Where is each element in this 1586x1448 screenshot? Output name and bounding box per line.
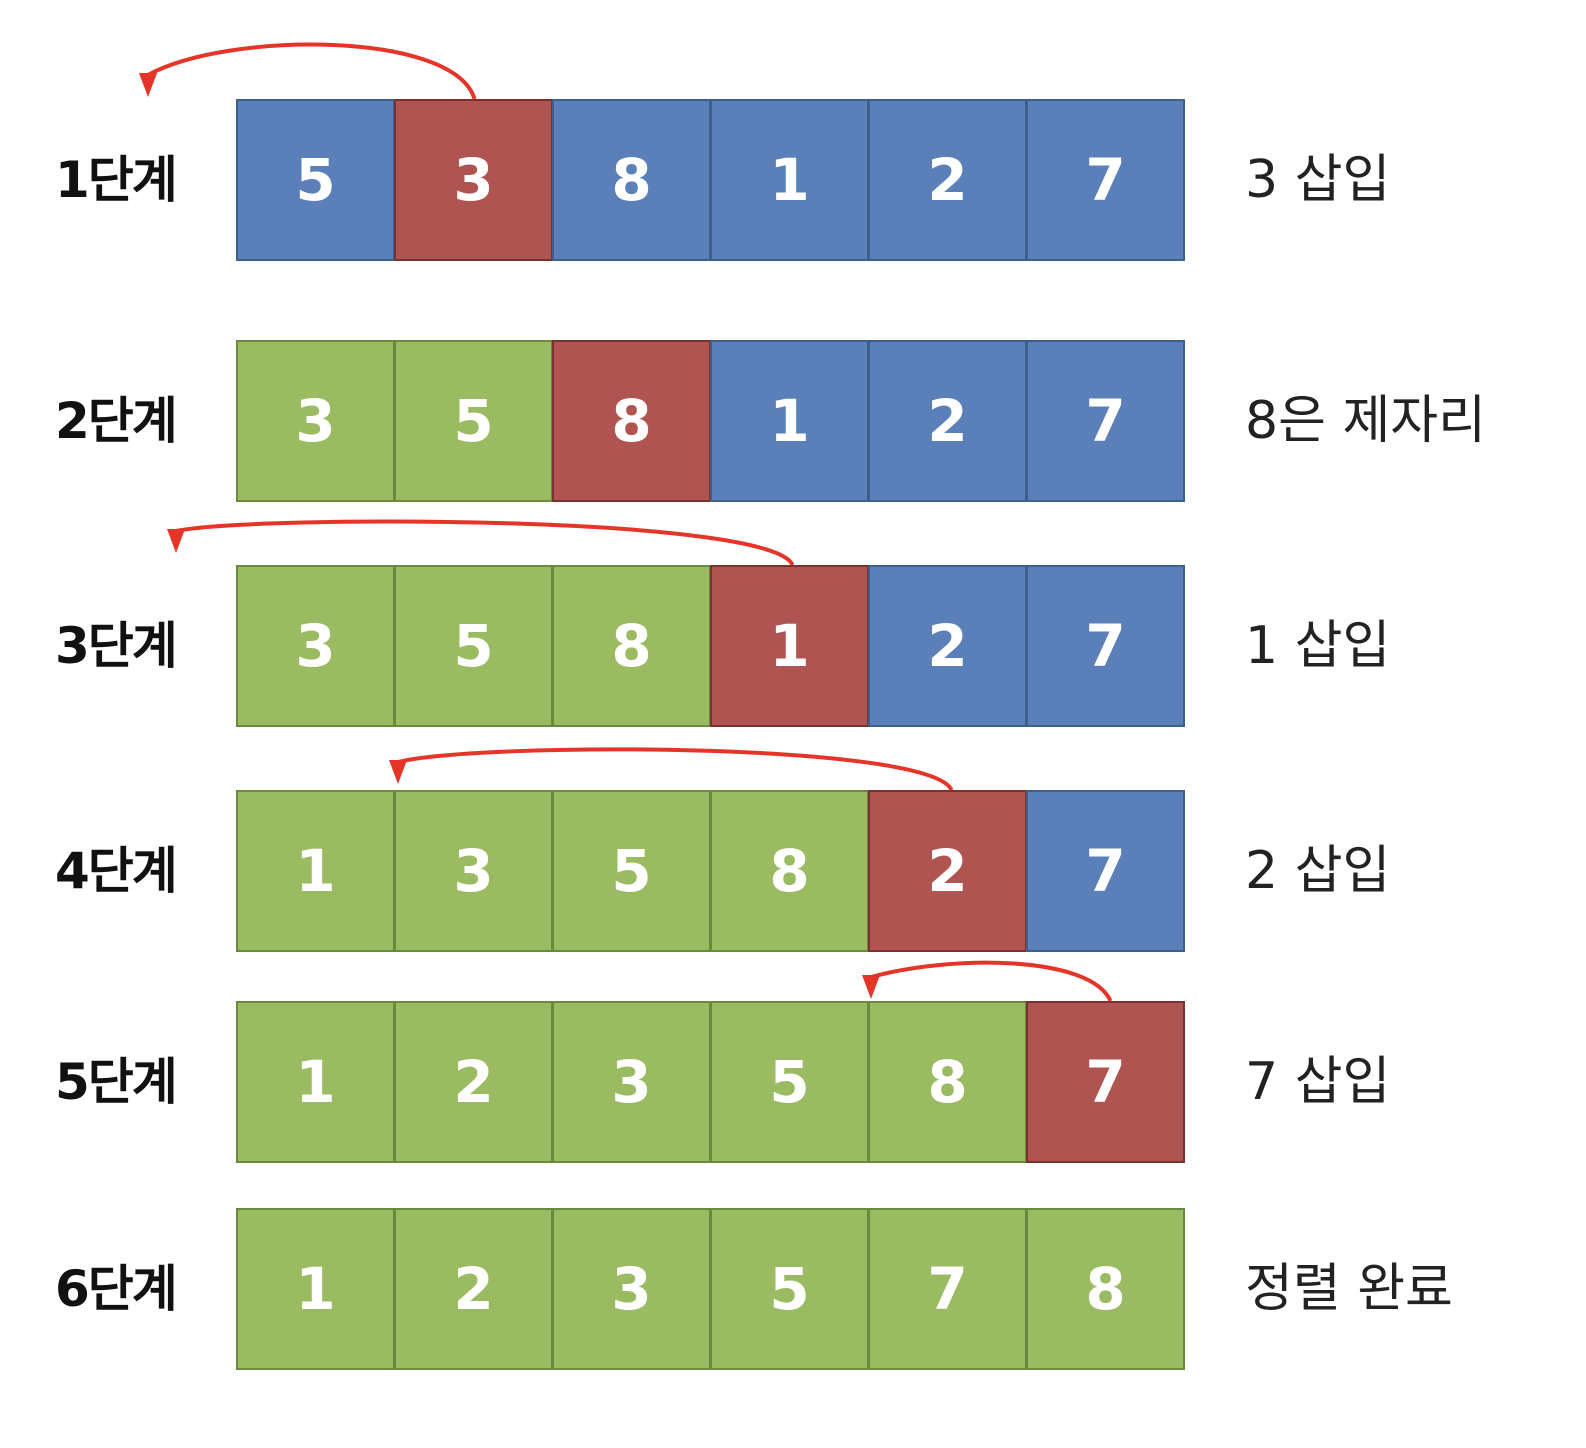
step-label: 1단계 (55, 151, 178, 209)
array-cell: 2 (394, 1001, 553, 1163)
array-cell: 1 (236, 1001, 395, 1163)
array-cell: 2 (394, 1208, 553, 1370)
array-cell: 5 (394, 340, 553, 502)
array-cell: 5 (552, 790, 711, 952)
array-cells: 3 5 8 1 2 7 (236, 565, 1190, 727)
array-cell: 3 (236, 565, 395, 727)
array-cell: 7 (1026, 340, 1185, 502)
array-cell: 8 (552, 340, 711, 502)
array-cell: 3 (394, 790, 553, 952)
step-row-5: 5단계 1 2 3 5 8 7 7 삽입 (0, 1001, 1586, 1163)
array-cell: 3 (552, 1208, 711, 1370)
step-row-3: 3단계 3 5 8 1 2 7 1 삽입 (0, 565, 1586, 727)
array-cell: 8 (868, 1001, 1027, 1163)
array-cell: 7 (1026, 99, 1185, 261)
array-cells: 1 2 3 5 8 7 (236, 1001, 1190, 1163)
array-cell: 2 (868, 790, 1027, 952)
array-cell: 3 (552, 1001, 711, 1163)
arrowhead-icon (167, 529, 185, 553)
array-cell: 8 (552, 565, 711, 727)
step-row-1: 1단계 5 3 8 1 2 7 3 삽입 (0, 99, 1586, 261)
array-cell: 1 (236, 790, 395, 952)
arrowhead-icon (139, 73, 157, 97)
step-label: 4단계 (55, 842, 178, 900)
arrowhead-icon (862, 975, 880, 999)
step-label: 6단계 (55, 1260, 178, 1318)
array-cell: 8 (1026, 1208, 1185, 1370)
array-cell: 7 (868, 1208, 1027, 1370)
array-cell: 3 (236, 340, 395, 502)
step-label: 3단계 (55, 617, 178, 675)
arrowhead-icon (389, 760, 407, 784)
insertion-arrow-line (870, 960, 1113, 1002)
array-cells: 1 3 5 8 2 7 (236, 790, 1190, 952)
step-note: 7 삽입 (1245, 1052, 1391, 1112)
array-cell: 7 (1026, 565, 1185, 727)
step-label: 5단계 (55, 1053, 178, 1111)
array-cell: 8 (710, 790, 869, 952)
step-note: 정렬 완료 (1245, 1259, 1453, 1319)
array-cell: 5 (236, 99, 395, 261)
array-cell: 8 (552, 99, 711, 261)
array-cells: 5 3 8 1 2 7 (236, 99, 1190, 261)
array-cell: 2 (868, 99, 1027, 261)
step-note: 3 삽입 (1245, 150, 1391, 210)
array-cells: 1 2 3 5 7 8 (236, 1208, 1190, 1370)
array-cell: 1 (710, 99, 869, 261)
insertion-arrow-line (175, 519, 795, 567)
array-cell: 1 (236, 1208, 395, 1370)
array-cell: 2 (868, 565, 1027, 727)
array-cell: 7 (1026, 1001, 1185, 1163)
array-cell: 5 (710, 1001, 869, 1163)
array-cell: 3 (394, 99, 553, 261)
array-cell: 1 (710, 565, 869, 727)
step-row-6: 6단계 1 2 3 5 7 8 정렬 완료 (0, 1208, 1586, 1370)
step-note: 8은 제자리 (1245, 391, 1486, 451)
step-row-4: 4단계 1 3 5 8 2 7 2 삽입 (0, 790, 1586, 952)
insertion-arrow-line (397, 747, 954, 792)
array-cell: 7 (1026, 790, 1185, 952)
step-note: 1 삽입 (1245, 616, 1391, 676)
array-cell: 5 (710, 1208, 869, 1370)
array-cell: 5 (394, 565, 553, 727)
step-label: 2단계 (55, 392, 178, 450)
array-cell: 2 (868, 340, 1027, 502)
array-cell: 1 (710, 340, 869, 502)
step-note: 2 삽입 (1245, 841, 1391, 901)
insertion-arrow-line (147, 42, 477, 100)
array-cells: 3 5 8 1 2 7 (236, 340, 1190, 502)
step-row-2: 2단계 3 5 8 1 2 7 8은 제자리 (0, 340, 1586, 502)
